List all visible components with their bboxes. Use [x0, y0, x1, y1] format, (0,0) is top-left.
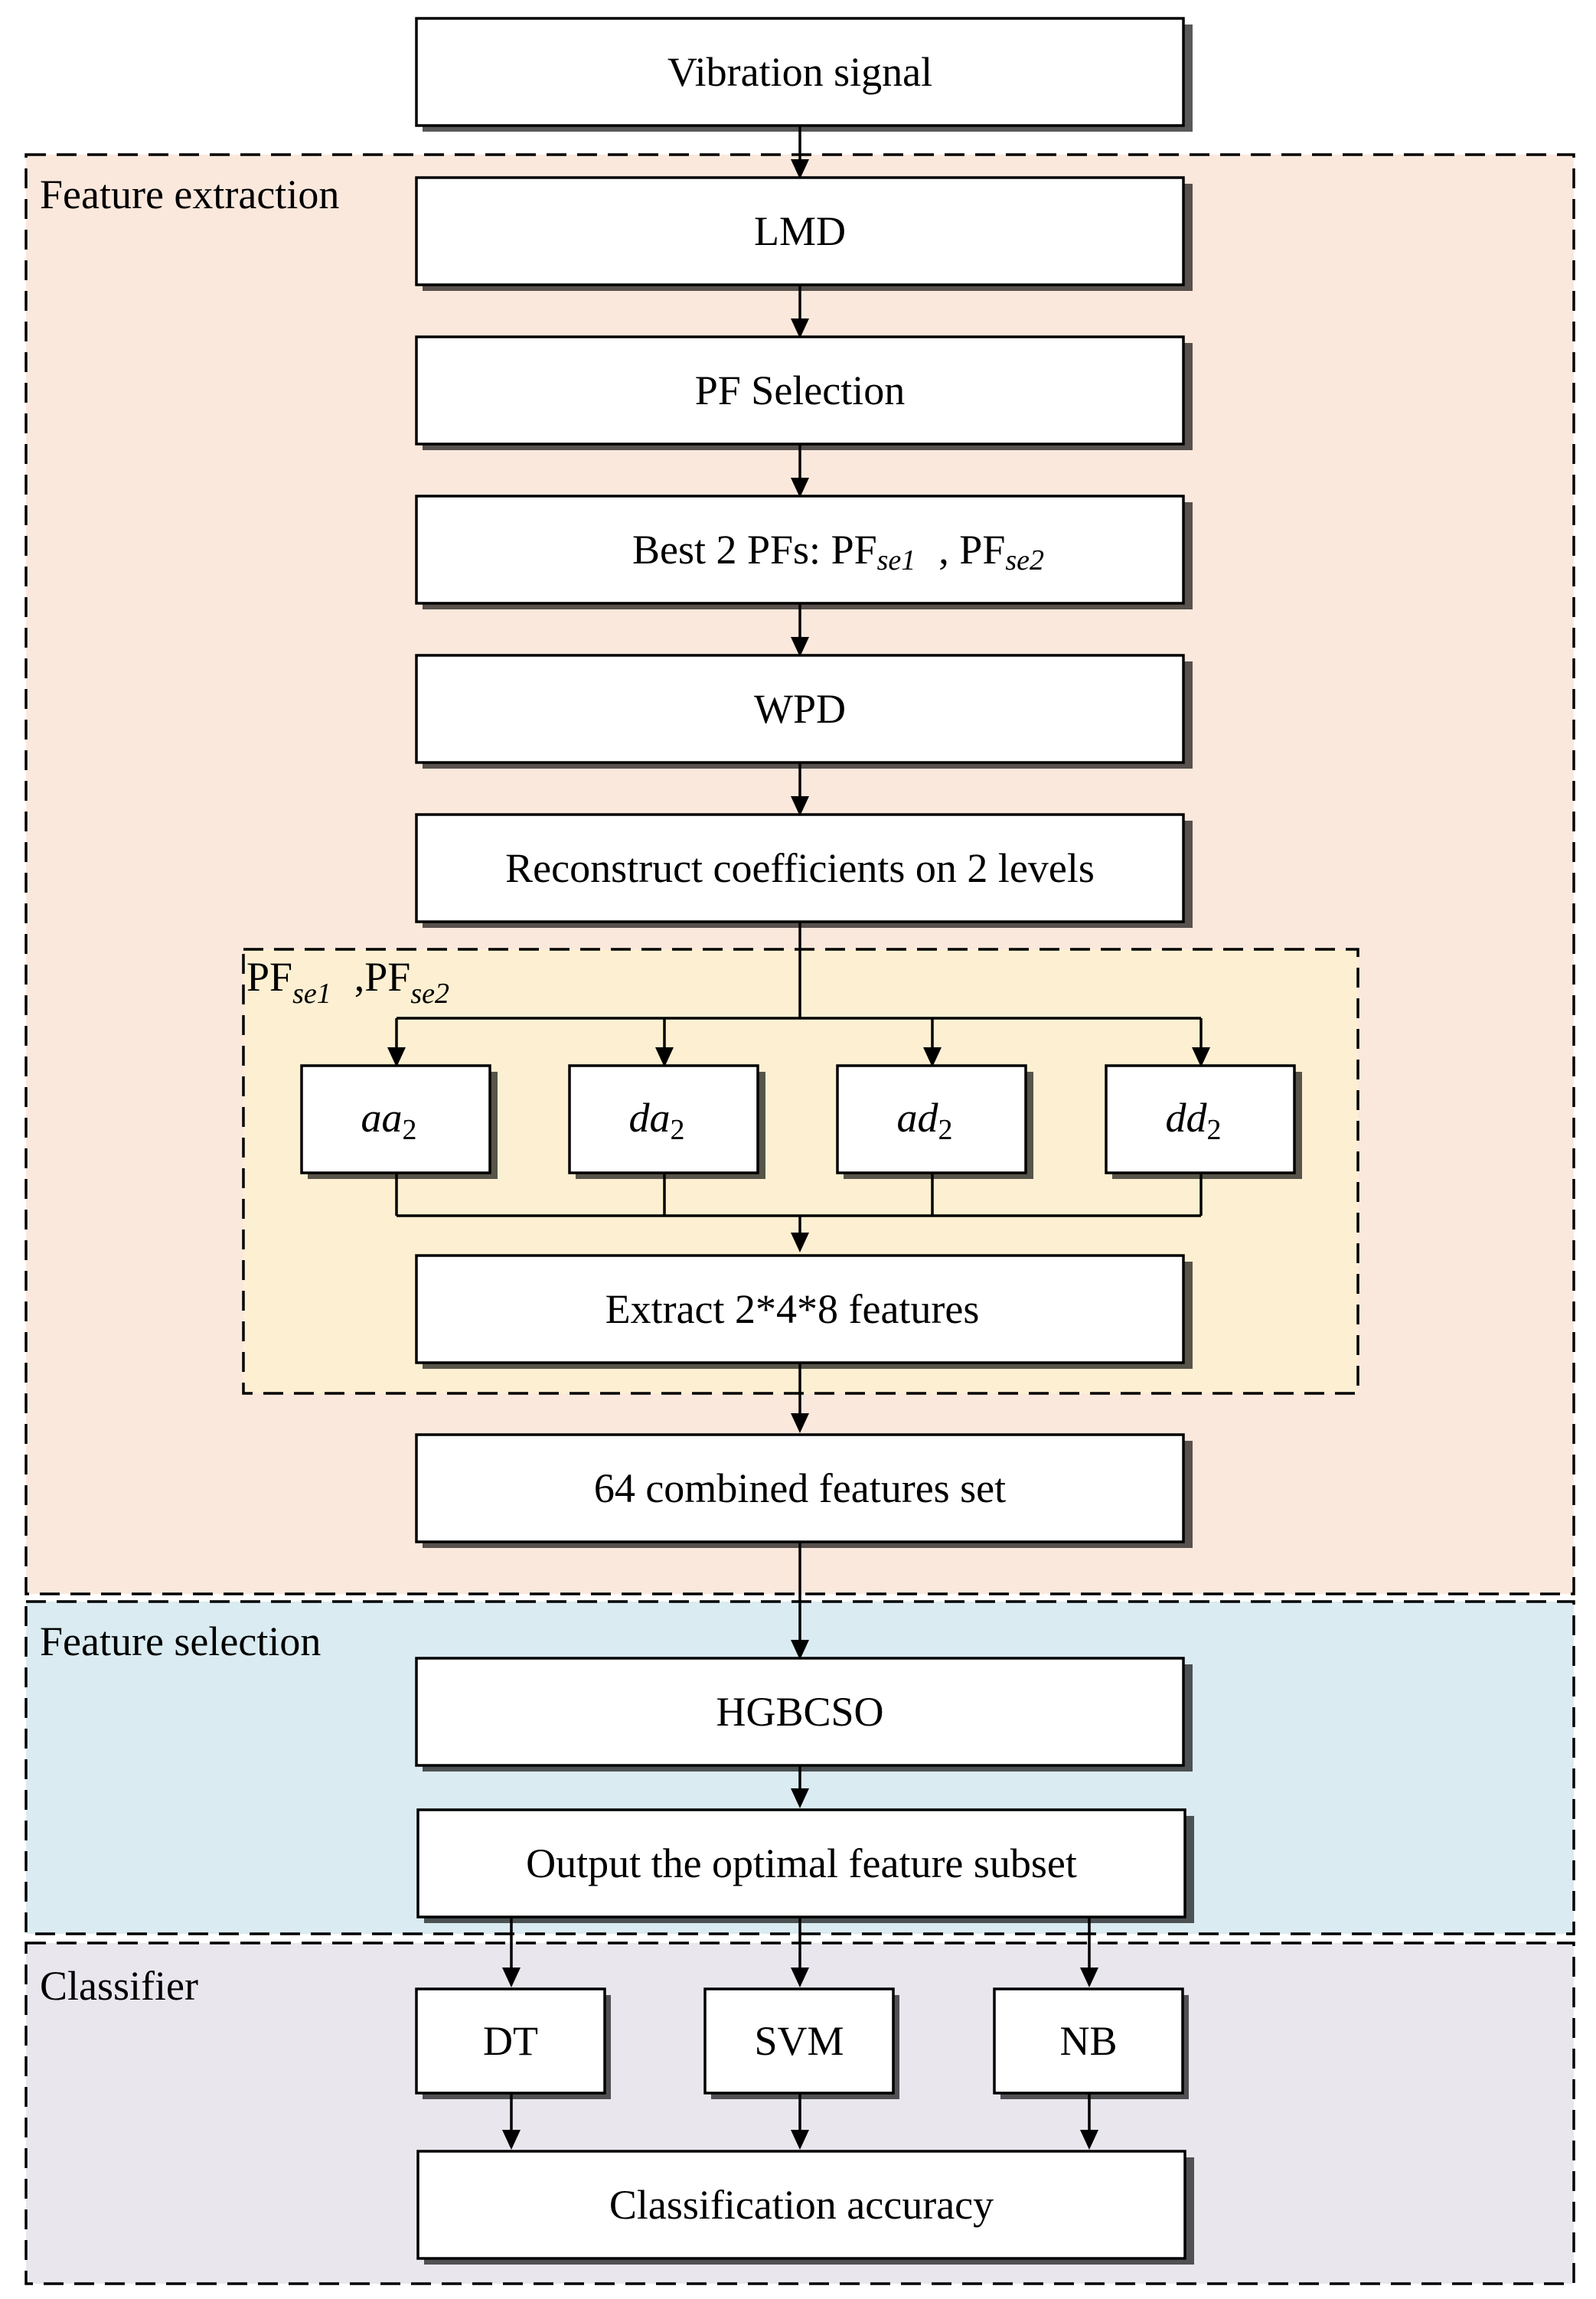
box-label: Reconstruct coefficients on 2 levels: [505, 845, 1095, 891]
arrowhead: [1080, 1968, 1098, 1987]
arrowhead: [791, 1233, 809, 1252]
inner-group-label: PFse1,PFse2: [246, 954, 449, 1010]
box-label: SVM: [754, 2018, 844, 2064]
arrowhead: [923, 1047, 942, 1067]
arrowhead: [502, 1968, 521, 1987]
box-label: Output the optimal feature subset: [526, 1840, 1077, 1886]
arrowhead: [791, 318, 809, 338]
box-label: NB: [1059, 2018, 1117, 2064]
box-best-pfs: Best 2 PFs: PFse1, PFse2: [415, 495, 1193, 609]
box-label: ad2: [897, 1095, 953, 1146]
connectors: [387, 126, 1210, 2150]
box-label: HGBCSO: [716, 1689, 883, 1735]
region-label-classifier: Classifier: [40, 1963, 198, 2009]
box-pf-selection: PF Selection: [415, 335, 1193, 450]
box-optimal-subset: Output the optimal feature subset: [416, 1808, 1194, 1923]
box-coef-aa2: aa2: [300, 1064, 498, 1179]
arrowhead: [791, 1788, 809, 1808]
box-label: PF Selection: [695, 367, 906, 413]
box-label: Vibration signal: [667, 49, 932, 95]
box-label: LMD: [754, 208, 846, 254]
arrowhead: [387, 1047, 406, 1067]
box-label: Classification accuracy: [609, 2182, 994, 2228]
arrowhead: [791, 1640, 809, 1660]
box-extract: Extract 2*4*8 features: [415, 1254, 1193, 1369]
box-label: Best 2 PFs: PFse1, PFse2: [632, 527, 1044, 576]
box-label: dd2: [1166, 1095, 1222, 1146]
arrowhead: [791, 796, 809, 816]
box-dt: DT: [415, 1987, 611, 2099]
box-accuracy: Classification accuracy: [416, 2150, 1194, 2265]
arrowhead: [791, 159, 809, 179]
box-nb: NB: [993, 1987, 1189, 2099]
arrowhead: [502, 2130, 521, 2150]
box-label: 64 combined features set: [594, 1465, 1006, 1511]
box-label: WPD: [754, 686, 846, 732]
box-wpd: WPD: [415, 654, 1193, 769]
box-label: Extract 2*4*8 features: [605, 1286, 980, 1332]
box-combined: 64 combined features set: [415, 1433, 1193, 1548]
region-label-feature-selection: Feature selection: [40, 1618, 321, 1664]
box-coef-ad2: ad2: [836, 1064, 1033, 1179]
box-reconstruct: Reconstruct coefficients on 2 levels: [415, 813, 1193, 928]
box-svm: SVM: [703, 1987, 899, 2099]
arrowhead: [1192, 1047, 1210, 1067]
box-hgbcso: HGBCSO: [415, 1657, 1193, 1772]
box-label: aa2: [361, 1095, 417, 1146]
arrowhead: [791, 1968, 809, 1987]
box-lmd: LMD: [415, 176, 1193, 291]
box-coef-dd2: dd2: [1105, 1064, 1302, 1179]
region-label-feature-extraction: Feature extraction: [40, 171, 339, 217]
arrowhead: [791, 637, 809, 657]
box-vibration-signal: Vibration signal: [415, 17, 1193, 132]
box-coef-da2: da2: [568, 1064, 765, 1179]
arrowhead: [791, 478, 809, 498]
arrowhead: [1080, 2130, 1098, 2150]
arrowhead: [791, 2130, 809, 2150]
arrowhead: [791, 1413, 809, 1433]
arrowhead: [655, 1047, 674, 1067]
box-label: da2: [629, 1095, 685, 1146]
box-label: DT: [483, 2018, 538, 2064]
